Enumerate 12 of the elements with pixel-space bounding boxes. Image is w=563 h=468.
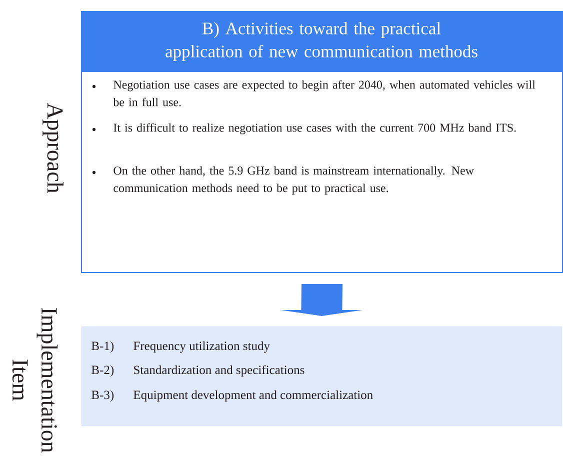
header-bar: B) Activities toward the practical application of new communication methods xyxy=(81,11,562,72)
block-arrow xyxy=(280,284,363,316)
list-number: B-1) xyxy=(92,341,114,353)
list-number: B-2) xyxy=(92,365,114,377)
list-item: Standardization and specifications xyxy=(134,365,304,377)
bullet-item: On the other hand, the 5.9 GHz band is mainstream internationally. New communication methods need to be put to practical use. xyxy=(114,166,474,195)
list-number: B-3) xyxy=(92,390,114,402)
list-item: Equipment development and commercialization xyxy=(134,390,373,402)
side-label: Implementation Item xyxy=(12,308,58,452)
list-item: Frequency utilization study xyxy=(134,341,270,353)
bullet-item: It is difficult to realize negotiation use cases with the current 700 MHz band ITS. xyxy=(114,123,516,134)
bullet-item: Negotiation use cases are expected to begin after 2040, when automated vehicles will be in full use. xyxy=(113,80,536,106)
